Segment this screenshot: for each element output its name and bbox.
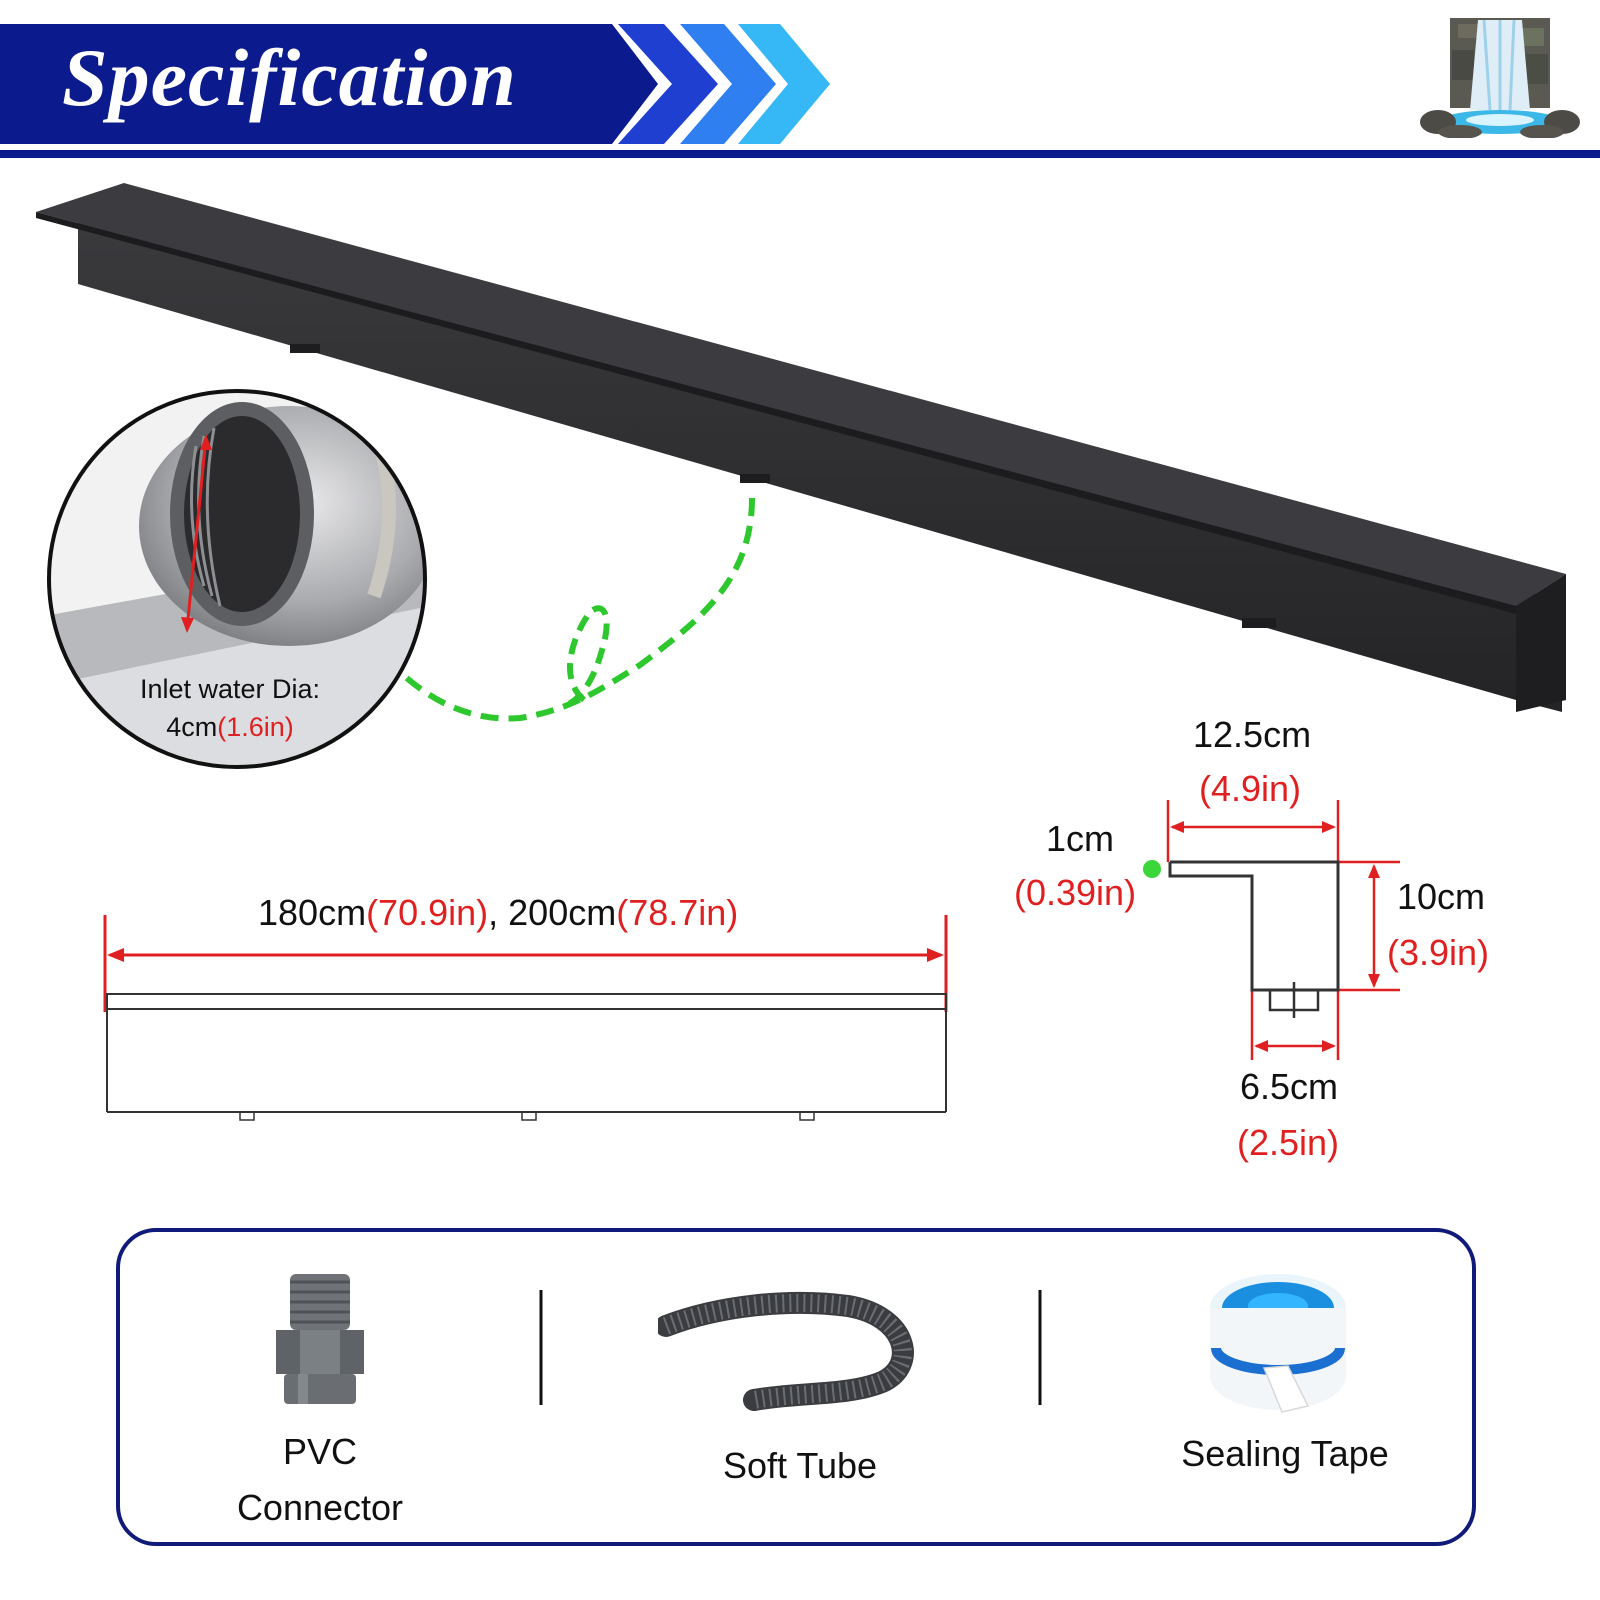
lip-dimension-cm: 1cm (1046, 818, 1115, 859)
inlet-label: Inlet water Dia: 4cm(1.6in) (95, 670, 365, 746)
width-dimension-cm: 12.5cm (1193, 714, 1312, 755)
waterfall-icon (1420, 18, 1580, 138)
chevron-icon (738, 24, 830, 144)
inlet-diameter: 4cm(1.6in) (95, 708, 365, 746)
height-dimension-cm: 10cm (1397, 876, 1486, 917)
separator-lines (539, 1290, 1042, 1405)
lip-dimension-in: (0.39in) (1014, 872, 1137, 913)
length-180cm: 180cm (258, 892, 367, 933)
inlet-diameter-in: (1.6in) (217, 712, 294, 742)
accessory-label-pvc-line1: PVC (282, 1431, 358, 1472)
inlet-detail-circle (47, 389, 427, 769)
sealing-tape-icon (1210, 1274, 1346, 1413)
pvc-connector-icon (276, 1274, 364, 1404)
length-separator: , (488, 892, 499, 933)
length-180cm-in: (70.9in) (366, 892, 489, 933)
length-diagram (103, 915, 948, 1121)
accessory-label-sealing-tape: Sealing Tape (1181, 1433, 1389, 1474)
width-dimension-in: (4.9in) (1199, 768, 1302, 809)
length-dimension-label: 180cm(70.9in), 200cm(78.7in) (258, 892, 738, 934)
accessory-label-soft-tube: Soft Tube (722, 1445, 878, 1486)
chevron-icon (618, 24, 718, 144)
inlet-label-text: Inlet water Dia: (139, 674, 321, 704)
accessory-label-pvc-line2: Connector (236, 1487, 404, 1528)
accessory-label-pvc: PVC Connector (200, 1424, 440, 1536)
length-200cm: 200cm (508, 892, 617, 933)
product-waterfall-bar (36, 183, 1566, 722)
inlet-diameter-cm: 4cm (166, 712, 218, 742)
length-200cm-in: (78.7in) (616, 892, 739, 933)
page-title: Specification (62, 32, 517, 123)
bottom-dimension-in: (2.5in) (1237, 1122, 1340, 1163)
cross-section-diagram (1143, 800, 1400, 1060)
height-dimension-in: (3.9in) (1387, 932, 1490, 973)
bottom-dimension-cm: 6.5cm (1240, 1066, 1339, 1107)
banner-graphic (0, 24, 1600, 158)
soft-tube-icon (658, 1291, 914, 1411)
chevron-icon (680, 24, 776, 144)
accessories-panel (116, 1228, 1476, 1546)
